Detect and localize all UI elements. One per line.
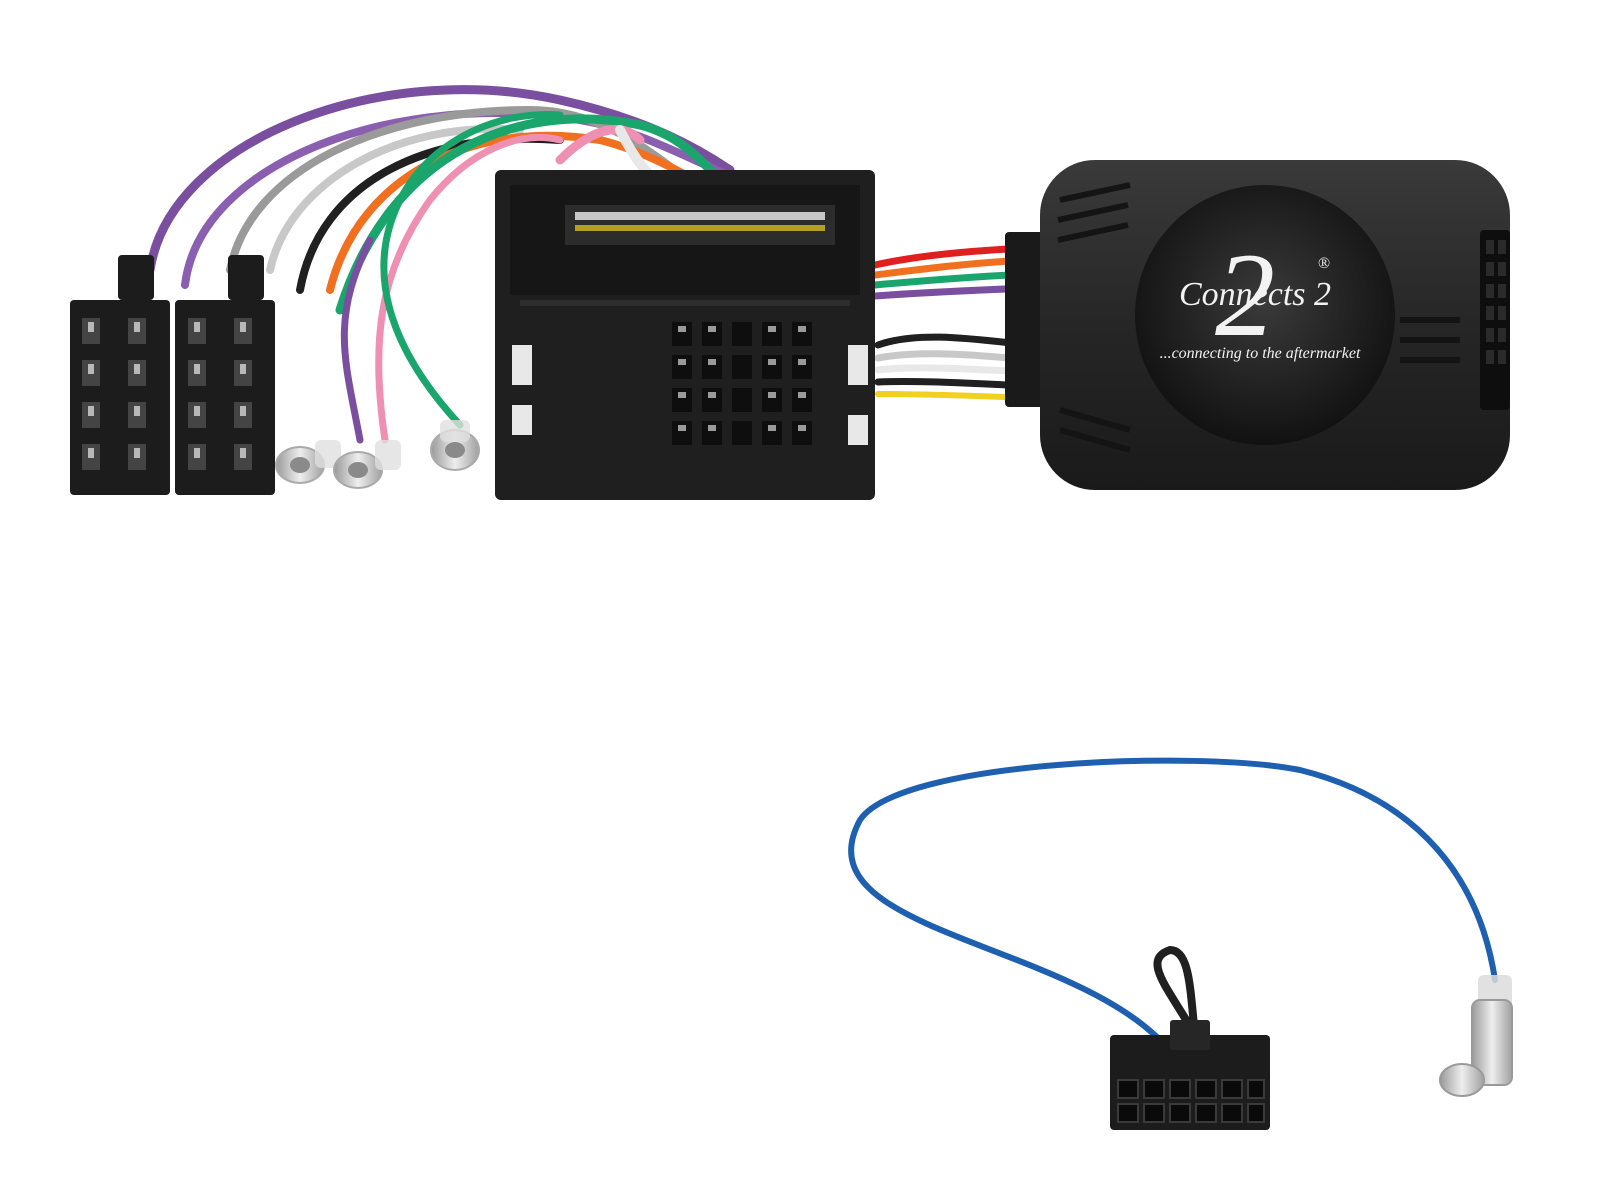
brand-numeral: 2 (1215, 228, 1275, 361)
quadlock-connector-icon (495, 170, 875, 500)
patch-lead-icon (848, 757, 1513, 1130)
bullet-connector-icon (430, 420, 480, 471)
bullet-connector-icon (333, 440, 401, 489)
bullet-connector-icon (1439, 975, 1513, 1097)
bullet-connector-icon (275, 440, 341, 484)
iso-connector-icon (175, 255, 275, 495)
registered-mark: ® (1318, 255, 1330, 272)
brand-logo-text: Connects 2 (1179, 276, 1331, 313)
iso-connector-icon (70, 255, 170, 495)
brand-badge (1135, 185, 1395, 445)
molex-plug-icon (1110, 1020, 1270, 1130)
brand-tagline: ...connecting to the aftermarket (1160, 345, 1361, 362)
interface-module-icon: 2 Connects 2 ® ...connecting to the afte… (1005, 160, 1510, 490)
